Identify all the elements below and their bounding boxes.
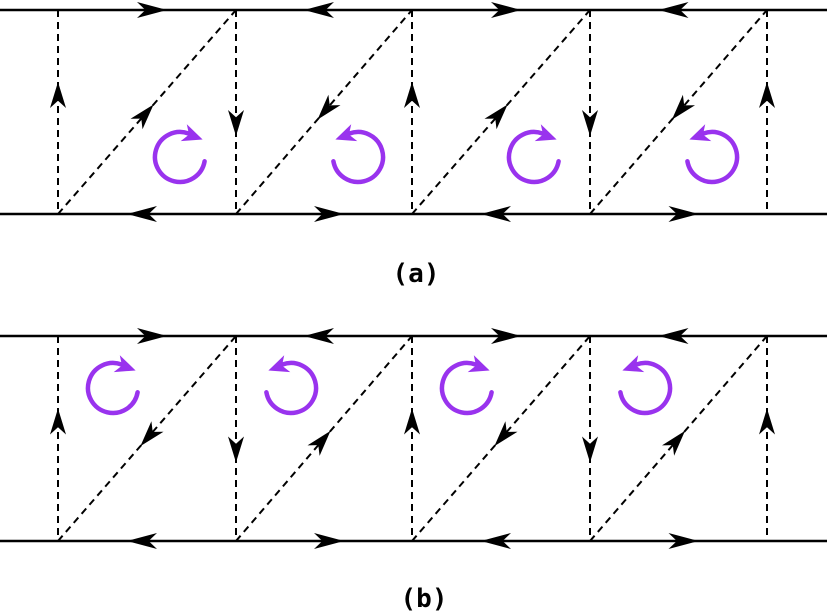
ladder-b (0, 328, 827, 549)
top-arrow-2 (304, 2, 334, 18)
rung-arrow-4 (582, 436, 598, 463)
circulation-icon-4 (618, 355, 673, 416)
rung-arrow-3 (404, 408, 420, 435)
circulation-icon-3 (439, 355, 494, 416)
circulation-icon-4-arc (618, 360, 673, 416)
rung-arrow-2 (228, 436, 244, 463)
diagonal-arrow-2 (307, 430, 331, 456)
top-arrow-3 (491, 2, 521, 18)
panel-label-b: (b) (401, 584, 448, 613)
bottom-arrow-1 (127, 533, 157, 549)
diagonal-arrow-1 (130, 104, 154, 130)
ladder-a (0, 2, 827, 222)
top-arrow-2 (304, 328, 334, 344)
circulation-icon-2-arc (264, 360, 319, 416)
bottom-arrow-2 (314, 206, 344, 222)
bottom-arrow-3 (481, 206, 511, 222)
rung-arrow-1 (50, 82, 66, 108)
rung-arrow-2 (228, 110, 244, 136)
diagonal-arrow-4 (671, 94, 695, 120)
circulation-icon-2-arc (331, 129, 386, 185)
top-arrow-3 (491, 328, 521, 344)
diagonal-arrow-1 (140, 421, 164, 447)
circulation-icon-1-arc (85, 360, 140, 416)
circulation-icon-3-arc (439, 360, 494, 416)
circulation-icon-1-head (180, 124, 203, 142)
circulation-icon-3-arc (506, 129, 561, 185)
circulation-icon-1 (85, 355, 140, 416)
circulation-icon-3-head (534, 124, 557, 142)
bottom-arrow-4 (668, 533, 699, 549)
top-arrow-1 (137, 2, 167, 18)
circulation-icon-4-head (622, 355, 645, 373)
circulation-icon-2-head (335, 124, 358, 142)
diagonal-arrow-4 (662, 430, 685, 456)
top-arrow-4 (658, 2, 689, 18)
bottom-arrow-3 (481, 533, 511, 549)
rung-arrow-5 (759, 82, 775, 108)
rung-arrow-3 (404, 82, 420, 108)
bottom-arrow-2 (314, 533, 344, 549)
bottom-arrow-1 (127, 206, 157, 222)
circulation-icon-2 (331, 124, 386, 185)
circulation-icon-4-arc (685, 129, 740, 185)
circulation-icon-4 (685, 124, 740, 185)
top-arrow-1 (137, 328, 167, 344)
circulation-icon-3 (506, 124, 561, 185)
circulation-icon-2-head (268, 355, 291, 373)
diagonal-arrow-2 (317, 94, 341, 120)
rung-arrow-4 (582, 110, 598, 136)
bottom-arrow-4 (668, 206, 699, 222)
circulation-icon-3-head (467, 355, 490, 373)
diagonal-arrow-3 (484, 104, 508, 130)
circulation-icon-2 (264, 355, 319, 416)
top-arrow-4 (658, 328, 689, 344)
diagonal-arrow-3 (494, 421, 518, 447)
circulation-icon-4-head (689, 124, 712, 142)
circulation-icon-1-head (113, 355, 136, 373)
rung-arrow-1 (50, 408, 66, 435)
circulation-icon-1-arc (152, 129, 207, 185)
panel-label-a: (a) (393, 259, 440, 289)
rung-arrow-5 (759, 408, 775, 435)
circulation-icon-1 (152, 124, 207, 185)
